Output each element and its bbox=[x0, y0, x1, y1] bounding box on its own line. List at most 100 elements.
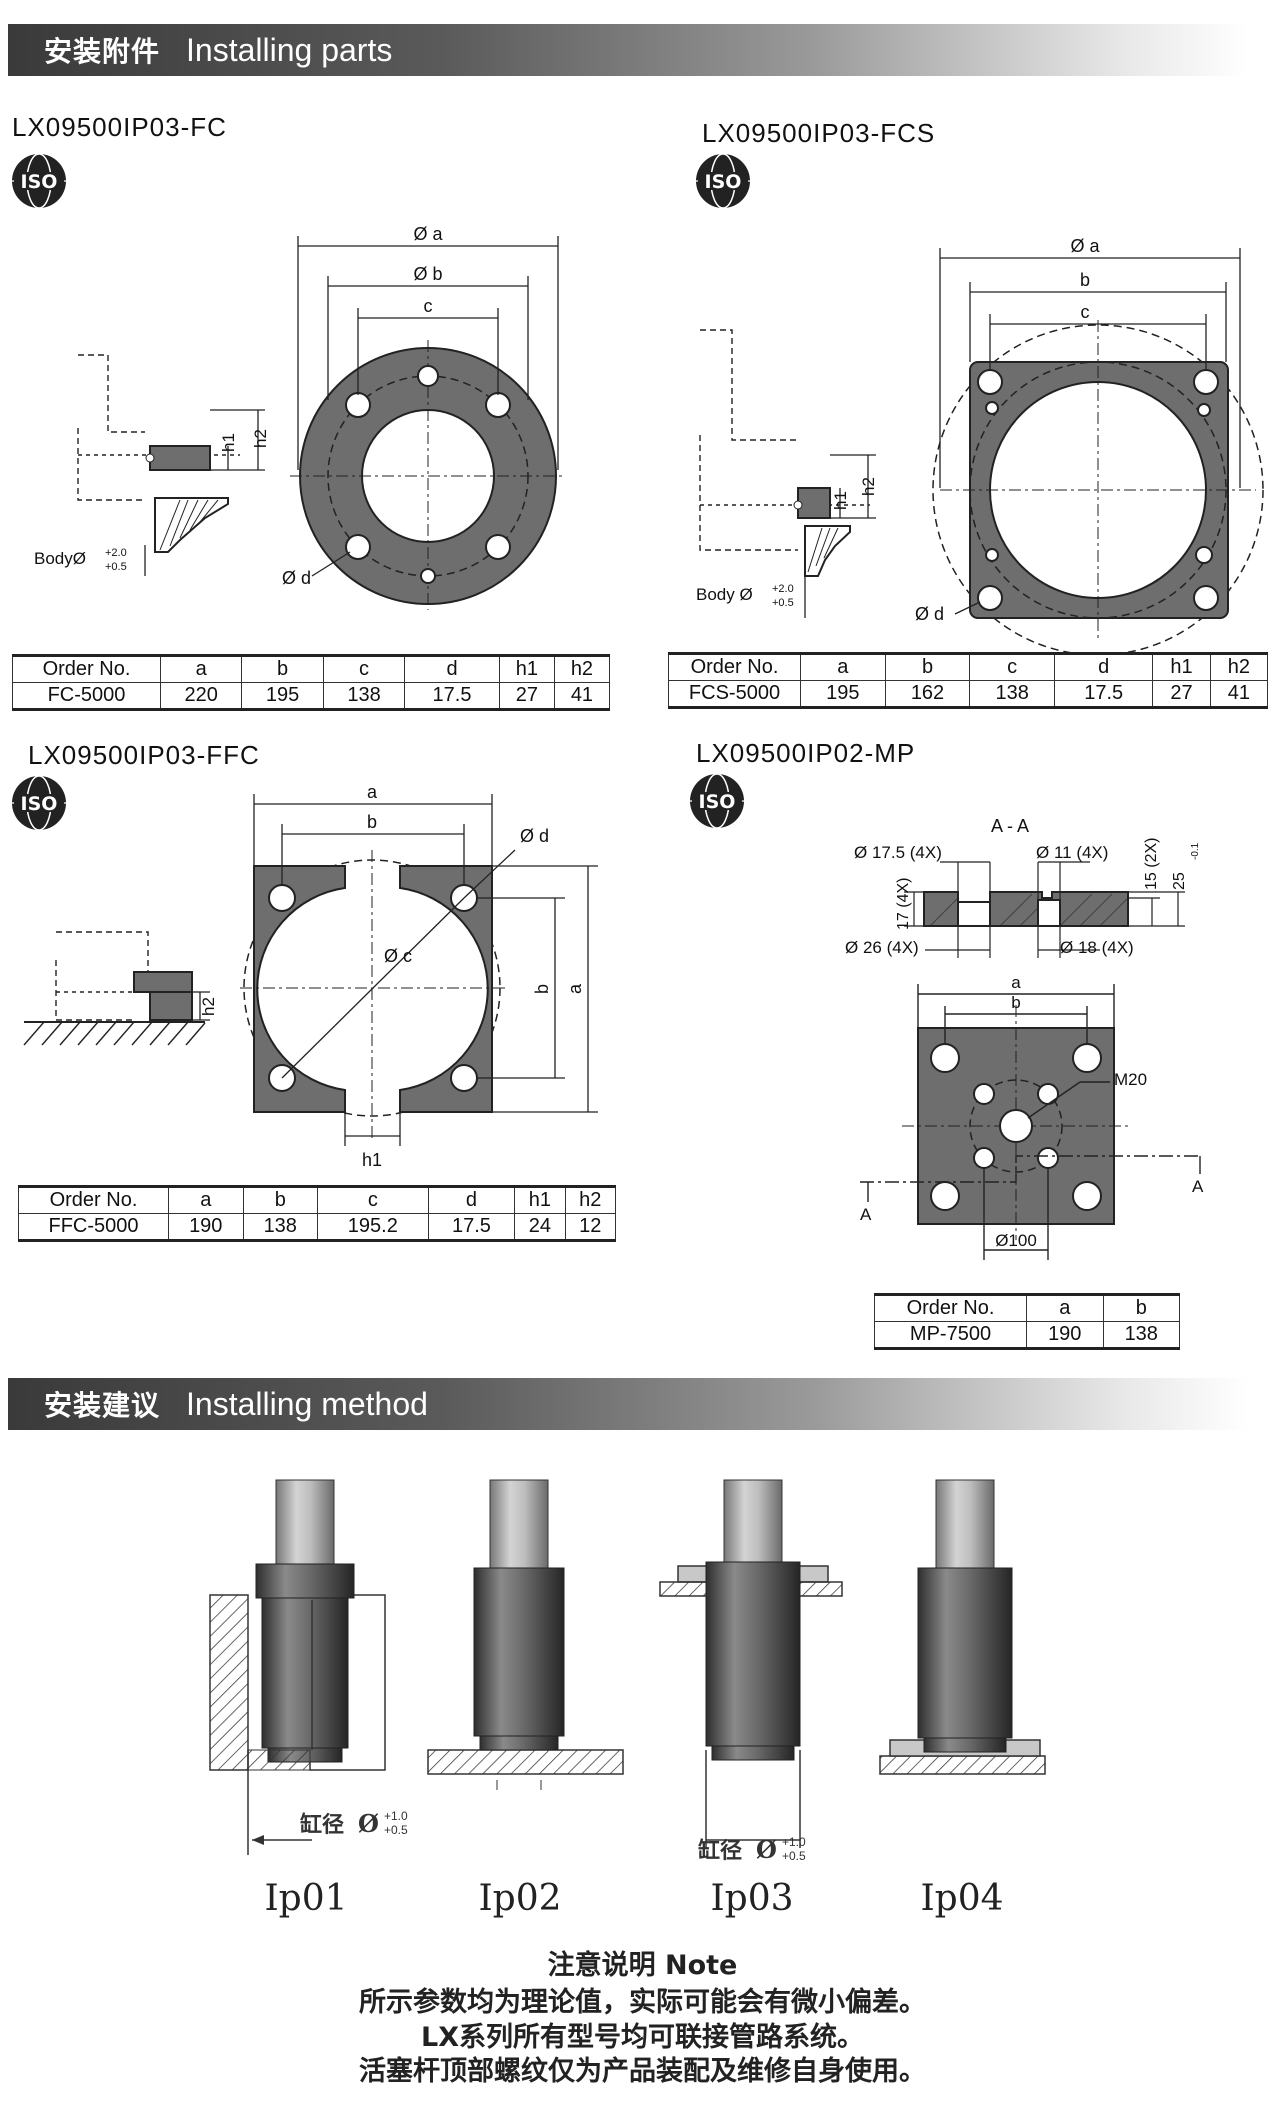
note-title: 注意说明 Note bbox=[547, 1950, 738, 1981]
table-cell: Order No. bbox=[874, 1293, 1027, 1322]
table-cell: a bbox=[800, 652, 886, 681]
dim-a: a bbox=[367, 782, 378, 802]
dim-d175: Ø 17.5 (4X) bbox=[854, 843, 942, 862]
bore-tol-up: +1.0 bbox=[782, 1835, 806, 1849]
table-cell: b bbox=[1102, 1293, 1180, 1322]
table-cell: 162 bbox=[884, 680, 971, 709]
table-cell: MP-7500 bbox=[874, 1321, 1027, 1350]
dim-phi-d: Ø d bbox=[520, 826, 549, 846]
dim-phi-d: Ø d bbox=[915, 604, 944, 624]
dim-h25: 25 bbox=[1171, 872, 1188, 890]
spec-table-fc: Order No. a b c d h1 h2 FC-5000 220 195 … bbox=[12, 654, 611, 711]
bore-phi: Ø bbox=[756, 1835, 777, 1864]
table-cell: 190 bbox=[1026, 1321, 1104, 1350]
table-cell: 41 bbox=[553, 682, 611, 711]
installing-methods-drawing: 缸径 Ø +1.0 +0.5 缸径 Ø +1.0 +0.5 Ip01 Ip02 … bbox=[209, 1479, 1046, 1919]
table-row: MP-7500 190 138 bbox=[874, 1321, 1180, 1350]
method-label-ip01: Ip01 bbox=[264, 1878, 347, 1919]
section-title-cn: 安装附件 bbox=[44, 35, 161, 68]
table-cell: b bbox=[884, 652, 971, 681]
table-cell: h1 bbox=[498, 654, 555, 683]
table-cell: 195.2 bbox=[317, 1213, 429, 1242]
section-aa-label: A - A bbox=[991, 816, 1029, 836]
body-label: BodyØ bbox=[34, 549, 86, 568]
bore-tol-dn: +0.5 bbox=[384, 1823, 408, 1837]
iso-text: ISO bbox=[21, 793, 58, 815]
table-cell: FFC-5000 bbox=[18, 1213, 169, 1242]
iso-icon: ISO bbox=[690, 773, 744, 829]
table-cell: FC-5000 bbox=[12, 682, 161, 711]
dim-b: b bbox=[367, 812, 377, 832]
table-cell: h2 bbox=[564, 1185, 617, 1214]
note-line: 活塞杆顶部螺纹仅为产品装配及维修自身使用。 bbox=[359, 2056, 926, 2087]
table-cell: 41 bbox=[1209, 680, 1269, 709]
table-cell: a bbox=[159, 654, 243, 683]
iso-text: ISO bbox=[699, 791, 736, 813]
dim-b: b bbox=[1011, 993, 1020, 1012]
dim-a-vert: a bbox=[565, 983, 585, 994]
section-title-en: Installing parts bbox=[186, 31, 393, 68]
drawing-ffc: a b Ø d Ø c b a h1 h2 bbox=[23, 782, 598, 1170]
dim-phi-c: Ø c bbox=[384, 946, 412, 966]
part-title-fc: LX09500IP03-FC bbox=[12, 112, 227, 142]
dim-d11: Ø 11 (4X) bbox=[1036, 843, 1108, 862]
table-cell: 138 bbox=[969, 680, 1056, 709]
dim-phi-a: Ø a bbox=[1070, 236, 1100, 256]
table-cell: h1 bbox=[1152, 652, 1211, 681]
table-header-row: Order No. a b c d h1 h2 bbox=[18, 1185, 617, 1214]
iso-icon: ISO bbox=[696, 153, 750, 209]
dim-h1: h1 bbox=[219, 433, 238, 452]
table-header-row: Order No. a b c d h1 h2 bbox=[668, 652, 1269, 681]
dim-h2: h2 bbox=[199, 997, 218, 1016]
dim-d18: Ø 18 (4X) bbox=[1060, 938, 1134, 957]
table-cell: b bbox=[242, 1185, 318, 1214]
dim-tol: -0.1 bbox=[1190, 842, 1201, 860]
table-header-row: Order No. a b bbox=[874, 1293, 1180, 1322]
table-cell: 12 bbox=[564, 1213, 617, 1242]
dim-phi-d: Ø d bbox=[282, 568, 311, 588]
table-cell: b bbox=[241, 654, 324, 683]
dim-phi-b: Ø b bbox=[413, 264, 442, 284]
dim-h15: 15 (2X) bbox=[1143, 838, 1160, 890]
bore-tol-dn: +0.5 bbox=[782, 1849, 806, 1863]
method-label-ip02: Ip02 bbox=[478, 1878, 561, 1919]
dim-phi-a: Ø a bbox=[413, 224, 443, 244]
table-cell: 17.5 bbox=[404, 682, 500, 711]
table-cell: Order No. bbox=[668, 652, 801, 681]
table-cell: FCS-5000 bbox=[668, 680, 801, 709]
table-cell: d bbox=[404, 654, 500, 683]
table-cell: c bbox=[317, 1185, 429, 1214]
table-cell: 27 bbox=[1152, 680, 1211, 709]
table-cell: c bbox=[969, 652, 1056, 681]
method-label-ip03: Ip03 bbox=[710, 1878, 793, 1919]
label-m20: M20 bbox=[1114, 1070, 1147, 1089]
table-cell: a bbox=[1026, 1293, 1104, 1322]
table-row: FFC-5000 190 138 195.2 17.5 24 12 bbox=[18, 1213, 617, 1242]
spec-table-fcs: Order No. a b c d h1 h2 FCS-5000 195 162… bbox=[668, 652, 1269, 709]
section-title-en: Installing method bbox=[186, 1385, 428, 1422]
table-cell: 17.5 bbox=[1054, 680, 1154, 709]
tol-dn: +0.5 bbox=[772, 597, 794, 609]
dim-a: a bbox=[1011, 973, 1021, 992]
table-cell: 17.5 bbox=[427, 1213, 516, 1242]
table-cell: 138 bbox=[322, 682, 406, 711]
dim-h1: h1 bbox=[831, 491, 850, 510]
method-label-ip04: Ip04 bbox=[920, 1878, 1003, 1919]
dim-d100: Ø100 bbox=[995, 1231, 1037, 1250]
bore-label: 缸径 bbox=[300, 1812, 344, 1838]
table-cell: h1 bbox=[514, 1185, 566, 1214]
dim-c: c bbox=[424, 296, 433, 316]
dim-h1: h1 bbox=[362, 1150, 382, 1170]
table-cell: 24 bbox=[514, 1213, 566, 1242]
table-cell: 138 bbox=[1102, 1321, 1180, 1350]
section-title-cn: 安装建议 bbox=[44, 1389, 161, 1422]
bore-tol-up: +1.0 bbox=[384, 1809, 408, 1823]
dim-h2: h2 bbox=[251, 429, 270, 448]
table-cell: 220 bbox=[159, 682, 243, 711]
spec-table-ffc: Order No. a b c d h1 h2 FFC-5000 190 138… bbox=[18, 1185, 617, 1242]
table-row: FCS-5000 195 162 138 17.5 27 41 bbox=[668, 680, 1269, 709]
spec-table-mp: Order No. a b MP-7500 190 138 bbox=[874, 1293, 1180, 1350]
part-title-mp: LX09500IP02-MP bbox=[696, 738, 916, 768]
tol-up: +2.0 bbox=[772, 583, 794, 595]
iso-icon: ISO bbox=[12, 153, 66, 209]
